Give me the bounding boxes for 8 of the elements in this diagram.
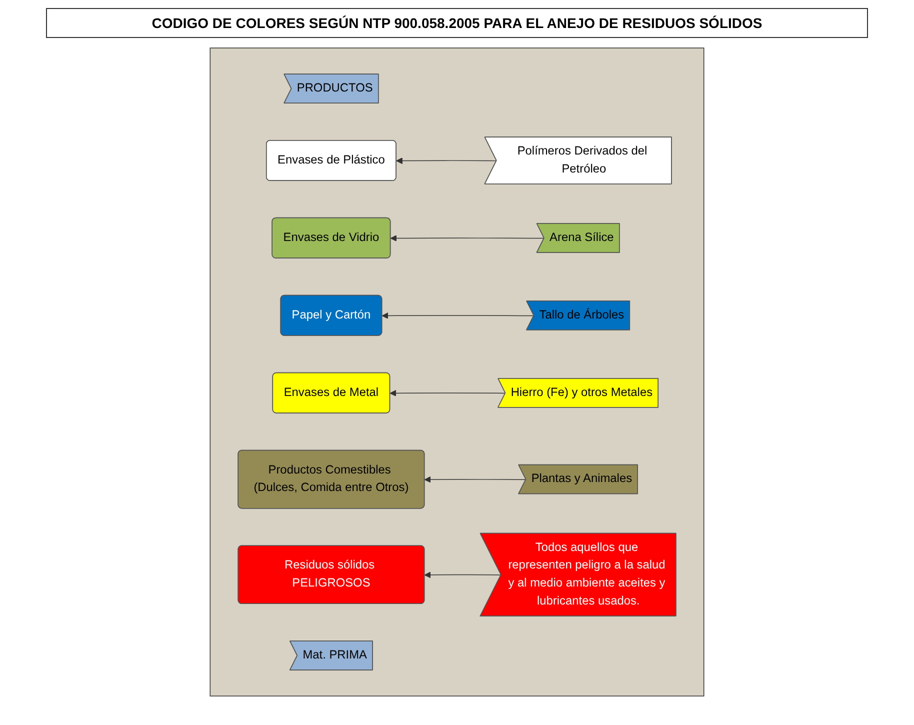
cluster [210,48,704,696]
arrow [424,572,502,578]
arrow [382,312,534,319]
arrow [390,234,545,242]
title: CODIGO DE COLORES SEGÚN NTP 900.058.2005 PARA EL ANEJO DE RESIDUOS SÓLIDOS [46,8,868,38]
arrow [390,390,506,396]
arrow [396,158,498,164]
arrow [424,476,526,483]
